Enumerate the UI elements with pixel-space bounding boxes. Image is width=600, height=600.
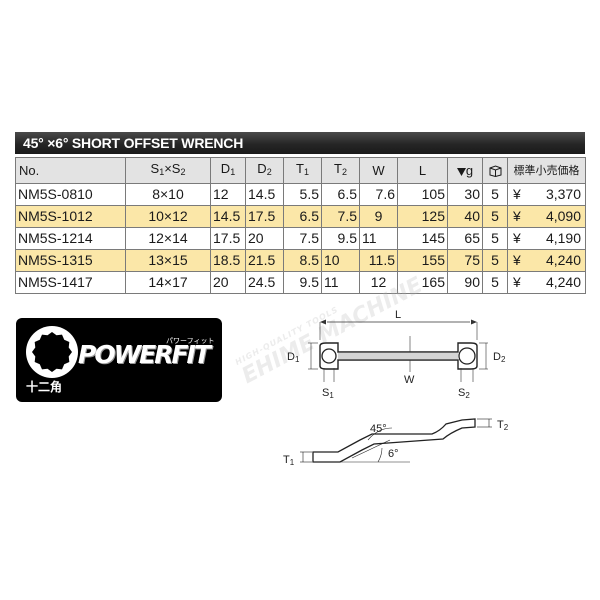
spec-table: No. S1×S2 D1 D2 T1 T2 W L g 標準小売価格 NM5S-…: [15, 157, 586, 294]
cell-d2: 14.5: [245, 183, 284, 206]
label-S1: S1: [322, 387, 334, 400]
cell-t2: 6.5: [321, 183, 360, 206]
label-T2: T2: [497, 419, 509, 432]
col-header-t2: T2: [321, 157, 360, 184]
cell-l: 165: [397, 271, 448, 294]
table-header-row: No. S1×S2 D1 D2 T1 T2 W L g 標準小売価格: [15, 157, 586, 184]
col-header-no: No.: [15, 157, 126, 184]
cell-price: ¥3,370: [507, 183, 586, 206]
twelve-point-socket-icon: [26, 326, 78, 378]
label-D1: D1: [287, 351, 300, 364]
cell-package: 5: [482, 205, 508, 228]
brand-kana: パワーフィット: [166, 337, 215, 345]
cell-price: ¥4,240: [507, 271, 586, 294]
table-title: 45° ×6° SHORT OFFSET WRENCH: [15, 132, 585, 154]
label-T1: T1: [283, 454, 295, 467]
cell-t1: 6.5: [283, 205, 322, 228]
cell-no: NM5S-1214: [15, 227, 126, 250]
cell-w: 11.5: [359, 249, 398, 272]
cell-no: NM5S-1012: [15, 205, 126, 228]
package-box-icon: [489, 165, 501, 178]
cell-l: 125: [397, 205, 448, 228]
col-header-price: 標準小売価格: [507, 157, 586, 184]
cell-weight: 40: [447, 205, 483, 228]
table-row: NM5S-1012 10×12 14.5 17.5 6.5 7.5 9 125 …: [15, 205, 586, 228]
cell-t2: 10: [321, 249, 360, 272]
cell-t1: 8.5: [283, 249, 322, 272]
col-header-d1: D1: [210, 157, 246, 184]
col-header-weight: g: [447, 157, 483, 184]
cell-d2: 20: [245, 227, 284, 250]
cell-d2: 17.5: [245, 205, 284, 228]
cell-socket-size: 12×14: [125, 227, 211, 250]
label-angle-6: 6°: [388, 448, 399, 460]
table-row: NM5S-1315 13×15 18.5 21.5 8.5 10 11.5 15…: [15, 249, 586, 272]
table-row: NM5S-0810 8×10 12 14.5 5.5 6.5 7.6 105 3…: [15, 183, 586, 206]
table-row: NM5S-1417 14×17 20 24.5 9.5 11 12 165 90…: [15, 271, 586, 294]
cell-d1: 20: [210, 271, 246, 294]
cell-price: ¥4,090: [507, 205, 586, 228]
cell-price: ¥4,190: [507, 227, 586, 250]
cell-t2: 9.5: [321, 227, 360, 250]
top-view-diagram: [308, 319, 488, 382]
cell-w: 9: [359, 205, 398, 228]
cell-socket-size: 14×17: [125, 271, 211, 294]
col-header-socket-size: S1×S2: [125, 157, 211, 184]
cell-t1: 9.5: [283, 271, 322, 294]
col-header-w: W: [359, 157, 398, 184]
col-header-d2: D2: [245, 157, 284, 184]
col-header-package: [482, 157, 508, 184]
brand-logo: POWERFIT: [78, 340, 211, 369]
cell-w: 12: [359, 271, 398, 294]
label-W: W: [404, 374, 415, 386]
cell-l: 145: [397, 227, 448, 250]
weight-triangle-icon: [456, 168, 466, 176]
label-angle-45: 45°: [370, 423, 387, 435]
cell-weight: 30: [447, 183, 483, 206]
cell-no: NM5S-1417: [15, 271, 126, 294]
label-D2: D2: [493, 351, 506, 364]
powerfit-badge: POWERFIT パワーフィット 十二角: [16, 318, 222, 402]
col-header-l: L: [397, 157, 448, 184]
side-view-diagram: [300, 418, 492, 463]
twelve-point-label: 十二角: [26, 380, 63, 394]
label-L: L: [395, 309, 401, 321]
cell-socket-size: 13×15: [125, 249, 211, 272]
table-row: NM5S-1214 12×14 17.5 20 7.5 9.5 11 145 6…: [15, 227, 586, 250]
cell-no: NM5S-0810: [15, 183, 126, 206]
label-S2: S2: [458, 387, 470, 400]
cell-socket-size: 10×12: [125, 205, 211, 228]
